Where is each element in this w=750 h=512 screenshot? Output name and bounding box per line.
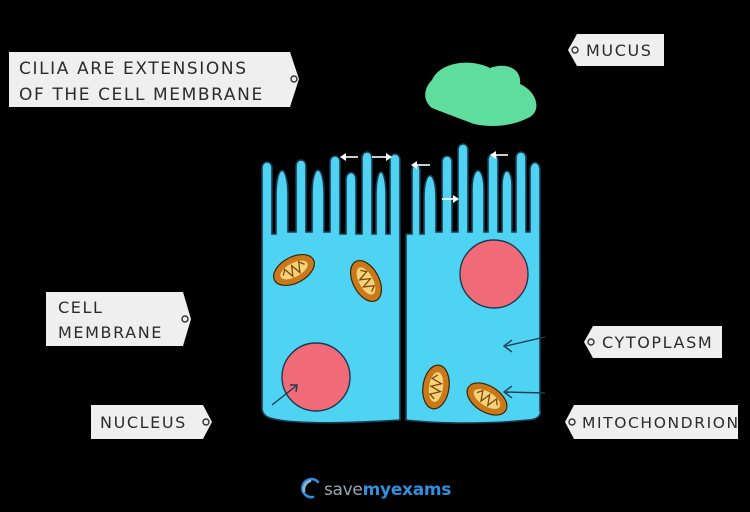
- mitochondrion-2: [349, 260, 383, 302]
- brand-my: my: [363, 480, 391, 500]
- arrow-left-icon: [411, 161, 430, 169]
- mitochondrion-4: [466, 382, 508, 416]
- cell-membrane-label-line-1: CELL: [58, 298, 104, 317]
- cilia-label-line-2: OF THE CELL MEMBRANE: [19, 85, 264, 105]
- tag-hole-icon: [571, 46, 579, 54]
- label-cilia: CILIA ARE EXTENSIONS OF THE CELL MEMBRAN…: [9, 52, 299, 107]
- cell-membrane-label-line-2: MEMBRANE: [58, 323, 163, 342]
- label-mucus: MUCUS: [568, 34, 664, 66]
- svg-text:savemyexams: savemyexams: [324, 480, 451, 500]
- nucleus-right: [459, 239, 529, 309]
- brand-exams: exams: [391, 480, 451, 500]
- mitochondrion-1: [273, 253, 315, 287]
- tag-hole-icon: [568, 418, 576, 426]
- mitochondrion-label: MITOCHONDRION: [582, 414, 740, 432]
- logo-swirl-icon: [301, 477, 320, 499]
- nucleus-label: NUCLEUS: [100, 413, 187, 432]
- mucus-blob: [425, 62, 537, 126]
- pointer-arrows: [271, 336, 546, 406]
- arrow-left-icon: [490, 151, 508, 159]
- cilia-label-line-1: CILIA ARE EXTENSIONS: [19, 59, 248, 79]
- tag-hole-icon: [290, 75, 298, 83]
- arrow-left-icon: [340, 153, 358, 161]
- arrow-right-icon: [372, 153, 392, 161]
- arrow-right-icon: [442, 195, 459, 203]
- label-cell-membrane: CELL MEMBRANE: [46, 292, 191, 346]
- mucus-label: MUCUS: [586, 41, 653, 60]
- cytoplasm-label: CYTOPLASM: [602, 333, 713, 352]
- tag-hole-icon: [202, 418, 210, 426]
- savemyexams-logo: savemyexams: [301, 477, 452, 500]
- nucleus-pointer-arrow: [271, 385, 297, 406]
- mitochondrion-3: [422, 364, 450, 410]
- mitochondrion-pointer-arrow: [505, 391, 546, 394]
- label-mitochondrion: MITOCHONDRION: [565, 405, 740, 439]
- cilia-movement-arrows: [340, 151, 508, 203]
- tag-hole-icon: [181, 315, 189, 323]
- cytoplasm-pointer-arrow: [505, 336, 546, 347]
- label-nucleus: NUCLEUS: [91, 405, 212, 439]
- label-cytoplasm: CYTOPLASM: [584, 326, 722, 358]
- nucleus-left: [281, 342, 351, 412]
- brand-save: save: [324, 480, 363, 500]
- tag-hole-icon: [587, 338, 595, 346]
